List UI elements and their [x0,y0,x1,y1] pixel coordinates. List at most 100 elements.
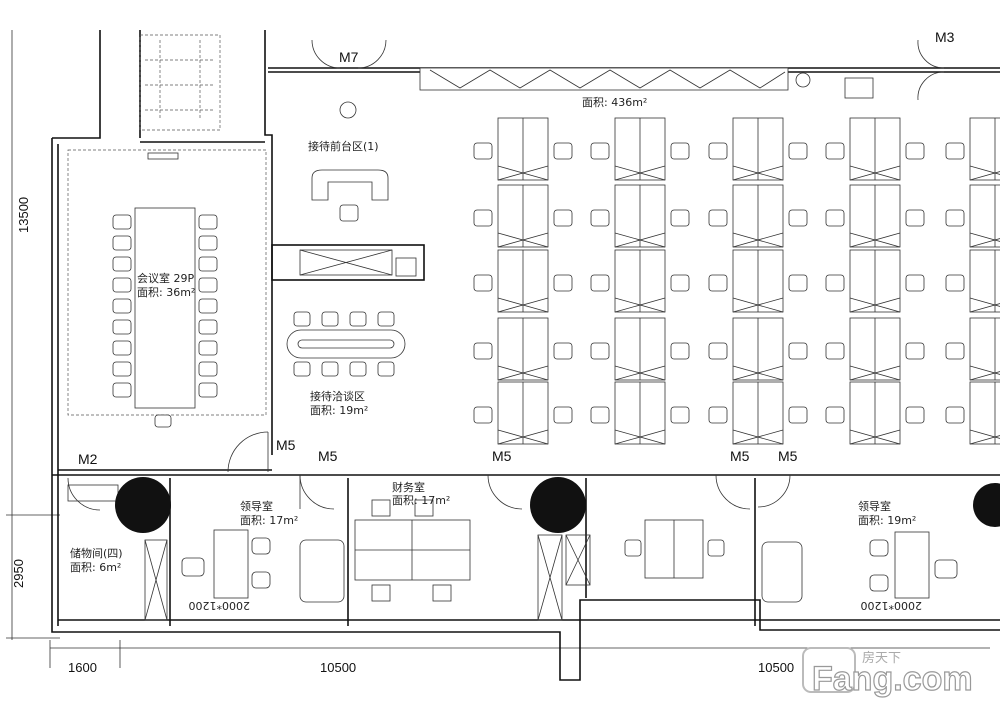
office-chair [945,342,965,360]
office-chair [553,406,573,424]
leader-right-name: 领导室 [858,499,891,513]
office-chair [788,406,808,424]
meeting-chair [198,214,218,230]
office-chair [708,209,728,227]
office-chair [825,342,845,360]
leader-office-left [181,529,345,603]
reception-counter [271,244,425,281]
meeting-chair [198,235,218,251]
office-chair [945,209,965,227]
reception-talk-area: 面积: 19m² [310,404,368,417]
meeting-chair [112,382,132,398]
meeting-chair [198,319,218,335]
meeting-chair [112,256,132,272]
meeting-chair [112,235,132,251]
meeting-room-name: 会议室 29P [137,271,194,285]
watermark-cn: 房天下 [862,650,901,666]
middle-room [530,477,725,621]
talk-chair [349,311,367,327]
office-chair [670,342,690,360]
office-chair [708,274,728,292]
dimension-10500-right: 10500 [758,660,794,675]
office-chair [590,342,610,360]
meeting-chair [198,256,218,272]
office-chair [905,342,925,360]
office-chair [708,342,728,360]
meeting-chair [198,298,218,314]
leader-office-right [761,483,1000,603]
workstation [969,317,1000,381]
meeting-chair [112,298,132,314]
office-chair [788,209,808,227]
talk-chair [293,311,311,327]
meeting-room [67,149,267,428]
office-chair [553,274,573,292]
office-chair [708,142,728,160]
office-chair [905,406,925,424]
reception-talk-table [286,311,406,377]
column-fan-right [973,483,1000,527]
column-fan-middle [530,477,586,533]
door-label-m3: M3 [935,29,955,45]
leader-left-area: 面积: 17m² [240,514,298,527]
desk-size-right: 2000*1200 [861,599,923,612]
talk-chair [377,311,395,327]
meeting-chair [198,277,218,293]
top-corridor [139,34,221,131]
office-chair [553,342,573,360]
door-label-m5-d: M5 [730,448,750,464]
office-chair [905,142,925,160]
door-label-m5-b: M5 [318,448,338,464]
fang-watermark: 房天下 Fang.com [802,647,973,699]
workstation [969,381,1000,445]
dimension-13500: 13500 [16,197,31,233]
office-chair [825,274,845,292]
reception-front-name: 接待前台区(1) [308,139,379,153]
finance-room [354,499,471,602]
watermark-en: Fang.com [812,660,973,698]
finance-name: 财务室 [392,480,425,494]
talk-chair [293,361,311,377]
office-chair [945,142,965,160]
office-chair [670,274,690,292]
reception-talk-name: 接待洽谈区 [310,389,365,403]
talk-chair [349,361,367,377]
office-chair [473,274,493,292]
office-chair [553,209,573,227]
office-chair [670,142,690,160]
dimension-1600: 1600 [68,660,97,675]
desk-size-left: 2000*1200 [189,599,251,612]
dimension-2950: 2950 [11,559,26,588]
talk-chair [377,361,395,377]
workstation [969,117,1000,181]
meeting-room-area: 面积: 36m² [137,286,195,299]
door-label-m2: M2 [78,451,98,467]
storage-name: 储物间(四) [70,546,123,560]
talk-chair [321,311,339,327]
office-chair [788,342,808,360]
office-chair [590,274,610,292]
meeting-chair [112,361,132,377]
office-chair [788,142,808,160]
open-office-area: 面积: 436m² [582,96,647,109]
meeting-chair [198,340,218,356]
office-chair [590,209,610,227]
office-chair [670,406,690,424]
office-chair [825,209,845,227]
storage-area: 面积: 6m² [70,561,121,574]
column-fan-left [115,477,171,533]
office-chair [473,209,493,227]
door-swings [67,39,945,511]
office-chair [905,274,925,292]
office-chair [590,406,610,424]
office-chair [553,142,573,160]
dimension-10500-left: 10500 [320,660,356,675]
leader-right-area: 面积: 19m² [858,514,916,527]
reception-front-desk [311,101,389,222]
door-label-m5-e: M5 [778,448,798,464]
office-chair [670,209,690,227]
office-chair [788,274,808,292]
office-chair [473,406,493,424]
office-chair [825,406,845,424]
